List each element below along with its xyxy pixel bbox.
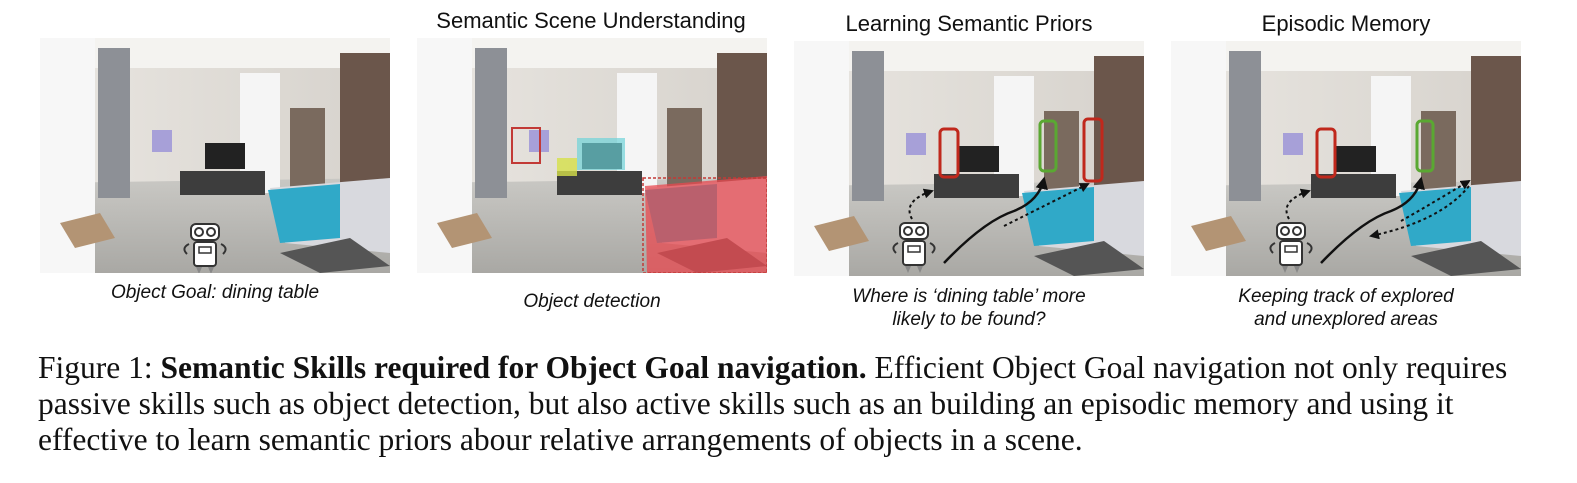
prior-box-green — [1038, 119, 1058, 173]
scene-image-2 — [417, 38, 767, 273]
panel-title-4: Episodic Memory — [1261, 11, 1431, 36]
detection-mask-tv — [577, 138, 625, 170]
scene-image-3 — [794, 41, 1144, 276]
figure-caption-text: Efficient Object Goal navigation not onl… — [38, 350, 1508, 457]
panel-title-3: Learning Semantic Priors — [845, 11, 1093, 36]
prior-box-right — [1082, 117, 1104, 183]
panel-caption-3: Where is ‘dining table’ more likely to b… — [852, 286, 1086, 330]
figure-caption: Figure 1: Semantic Skills required for O… — [38, 350, 1538, 458]
prior-box-left — [938, 127, 960, 179]
memory-box-red — [1315, 127, 1337, 179]
panel-caption-2: Object detection — [523, 291, 661, 312]
panel-title-2: Semantic Scene Understanding — [436, 8, 746, 33]
panel-caption-1: Object Goal: dining table — [110, 282, 320, 303]
figure-label: Figure 1: — [38, 350, 153, 385]
memory-box-green — [1415, 119, 1435, 173]
figure-caption-bold: Semantic Skills required for Object Goal… — [160, 350, 867, 385]
detection-box-art — [511, 127, 541, 164]
panel-caption-4: Keeping track of explored and unexplored… — [1238, 286, 1454, 330]
detection-mask-bed — [645, 176, 767, 273]
scene-image-1 — [40, 38, 390, 273]
scene-image-4 — [1171, 41, 1521, 276]
detection-mask-chair — [557, 158, 577, 176]
